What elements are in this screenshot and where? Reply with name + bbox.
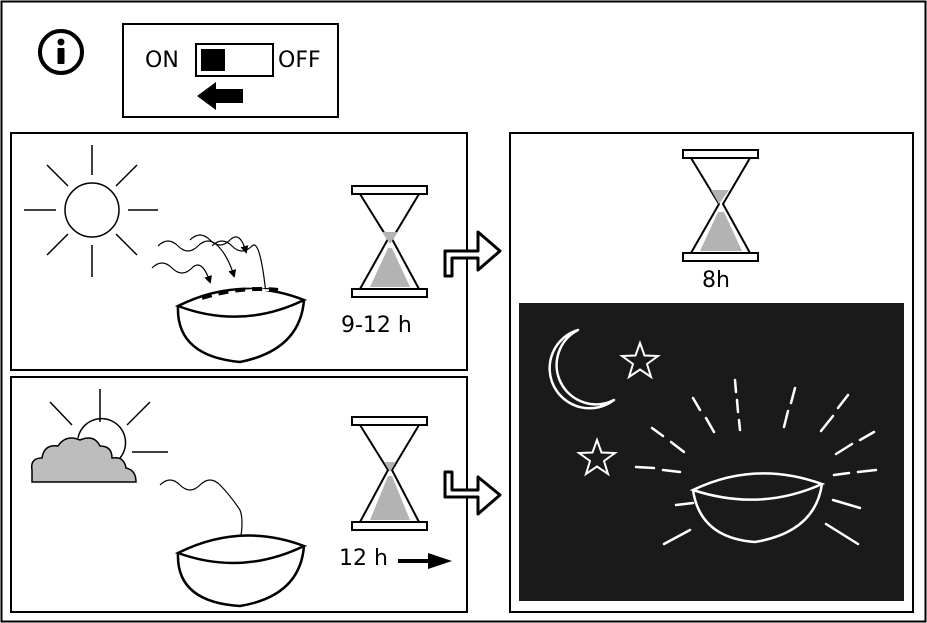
hourglass-icon [351,416,428,531]
cloudy-duration-label: 12 h [339,546,388,571]
moon-icon [548,328,616,410]
hourglass-icon [682,149,759,262]
hourglass-icon [351,185,428,298]
heat-rays [159,479,246,544]
star-icon [576,437,618,477]
switch-on-label: ON [145,48,179,73]
switch-off-label: OFF [278,48,321,73]
bowl-icon [689,472,826,544]
arrow-left-icon [197,82,243,110]
bowl-icon [174,287,308,364]
switch-icon [195,43,274,77]
sun-icon [24,145,158,277]
night-duration-label: 8h [702,268,730,293]
arrow-right-icon [398,553,452,569]
glow-rays [634,378,878,546]
night-scene [519,303,904,601]
star-icon [619,340,661,380]
hollow-arrow-icon [443,470,502,516]
cloud-icon [30,437,137,483]
sunny-duration-label: 9-12 h [341,313,412,338]
heat-rays [151,234,270,296]
night-panel [509,132,914,613]
info-icon [38,29,84,75]
hollow-arrow-icon [443,230,502,278]
sun-icon [49,389,168,459]
bowl-icon [174,534,308,608]
switch-box [122,23,339,118]
